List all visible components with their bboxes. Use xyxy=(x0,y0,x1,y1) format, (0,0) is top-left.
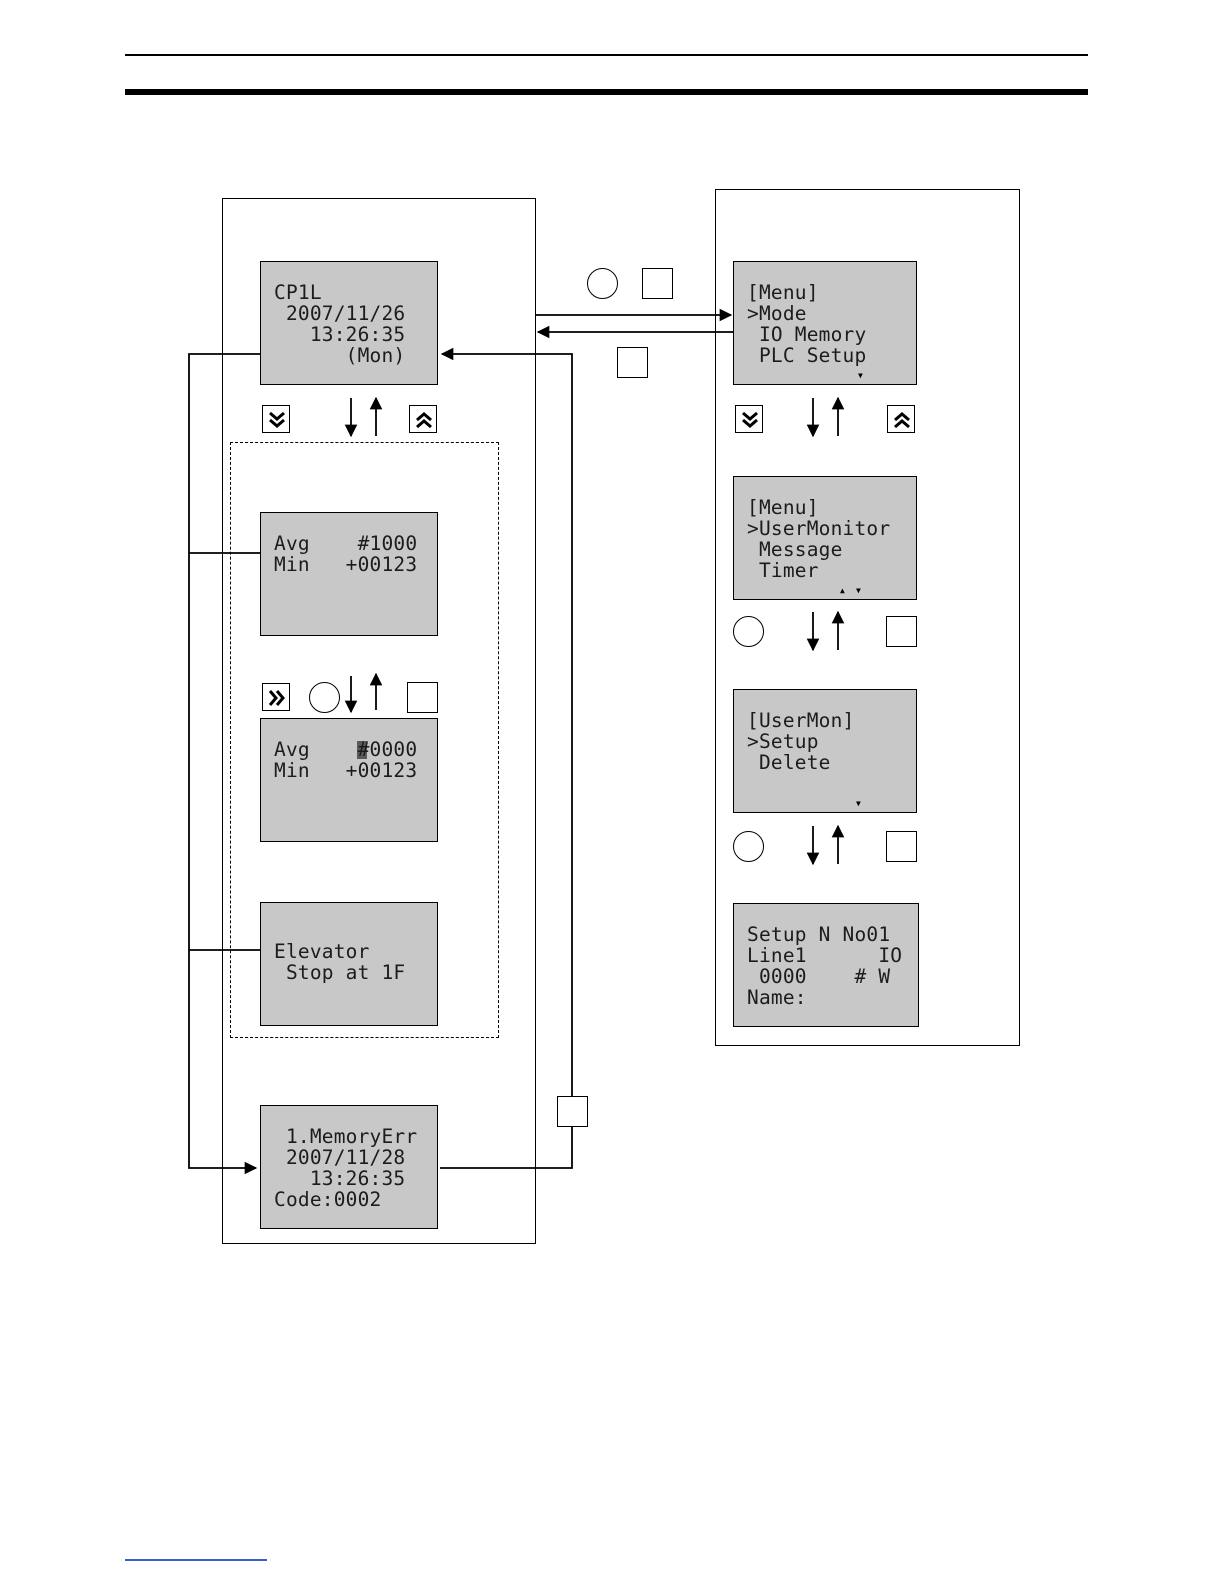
lcd-line: >Mode xyxy=(747,302,807,325)
lcd-line: Timer xyxy=(747,559,819,582)
square-key-icon xyxy=(642,268,673,299)
lcd-line: 13:26:35 xyxy=(274,1167,406,1190)
lcd-menu-mode-screen: [Menu] >Mode IO Memory PLC Setup ▼ xyxy=(733,261,917,385)
double-chevron-up-icon xyxy=(409,405,437,433)
lcd-line: >UserMonitor xyxy=(747,517,891,540)
lcd-line: Name: xyxy=(747,986,807,1009)
square-key-icon xyxy=(407,682,438,713)
lcd-menu-user-screen: [Menu] >UserMonitor Message Timer ▲ ▼ xyxy=(733,476,917,600)
scroll-down-indicator: ▼ xyxy=(858,371,863,380)
lcd-line: 2007/11/28 xyxy=(274,1146,406,1169)
lcd-line: Min +00123 xyxy=(274,553,418,576)
lcd-line: 0000 # W xyxy=(747,965,891,988)
lcd-line: Avg #1000 xyxy=(274,532,418,555)
header-rule-thick xyxy=(125,89,1088,95)
lcd-line: Stop at 1F xyxy=(274,961,406,984)
lcd-line: Elevator xyxy=(274,940,370,963)
lcd-line: Min +00123 xyxy=(274,759,418,782)
lcd-line: Avg #0000 xyxy=(274,738,418,761)
left-panel xyxy=(222,198,536,1244)
lcd-status-screen: CP1L 2007/11/26 13:26:35 (Mon) xyxy=(260,261,438,385)
square-key-icon xyxy=(557,1096,588,1127)
lcd-usermon-screen: [UserMon] >Setup Delete ▼ xyxy=(733,689,917,813)
double-chevron-down-icon xyxy=(735,405,763,433)
circle-key-icon xyxy=(587,268,618,299)
square-key-icon xyxy=(886,831,917,862)
square-key-icon xyxy=(617,347,648,378)
footer-link-rule xyxy=(125,1559,267,1561)
header-rule-thin xyxy=(125,54,1088,56)
lcd-line: Message xyxy=(747,538,843,561)
lcd-line: [UserMon] xyxy=(747,709,855,732)
lcd-line: Setup N No01 xyxy=(747,923,891,946)
lcd-message-screen: Elevator Stop at 1F xyxy=(260,902,438,1026)
circle-key-icon xyxy=(309,682,340,713)
lcd-line: Delete xyxy=(747,751,831,774)
square-key-icon xyxy=(886,616,917,647)
circle-key-icon xyxy=(733,616,764,647)
lcd-line: (Mon) xyxy=(274,344,406,367)
lcd-line: IO Memory xyxy=(747,323,867,346)
lcd-edit-screen: Avg #0000 Min +00123 xyxy=(260,718,438,842)
double-chevron-up-icon xyxy=(887,405,915,433)
right-panel xyxy=(715,189,1020,1046)
lcd-line: [Menu] xyxy=(747,281,819,304)
scroll-down-indicator: ▼ xyxy=(856,586,861,595)
error-return-line xyxy=(440,347,573,1169)
edit-cursor xyxy=(357,741,367,759)
scroll-down-indicator: ▼ xyxy=(856,799,861,808)
lcd-setup-screen: Setup N No01 Line1 IO 0000 # W Name: xyxy=(733,903,919,1027)
lcd-line: 13:26:35 xyxy=(274,323,406,346)
lcd-line: 1.MemoryErr xyxy=(274,1125,418,1148)
scroll-up-indicator: ▲ xyxy=(840,586,845,595)
lcd-line: 2007/11/26 xyxy=(274,302,406,325)
lcd-monitor-screen: Avg #1000 Min +00123 xyxy=(260,512,438,636)
lcd-line: Code:0002 xyxy=(274,1188,382,1211)
lcd-line: CP1L xyxy=(274,281,322,304)
lcd-error-screen: 1.MemoryErr 2007/11/28 13:26:35 Code:000… xyxy=(260,1105,438,1229)
lcd-line: PLC Setup xyxy=(747,344,867,367)
double-chevron-down-icon xyxy=(262,405,290,433)
lcd-line: [Menu] xyxy=(747,496,819,519)
user-screens-group xyxy=(230,442,499,1038)
double-chevron-right-icon xyxy=(262,683,290,711)
lcd-line: >Setup xyxy=(747,730,819,753)
left-bus-line xyxy=(188,353,260,1175)
lcd-line: Line1 IO xyxy=(747,944,903,967)
circle-key-icon xyxy=(733,831,764,862)
